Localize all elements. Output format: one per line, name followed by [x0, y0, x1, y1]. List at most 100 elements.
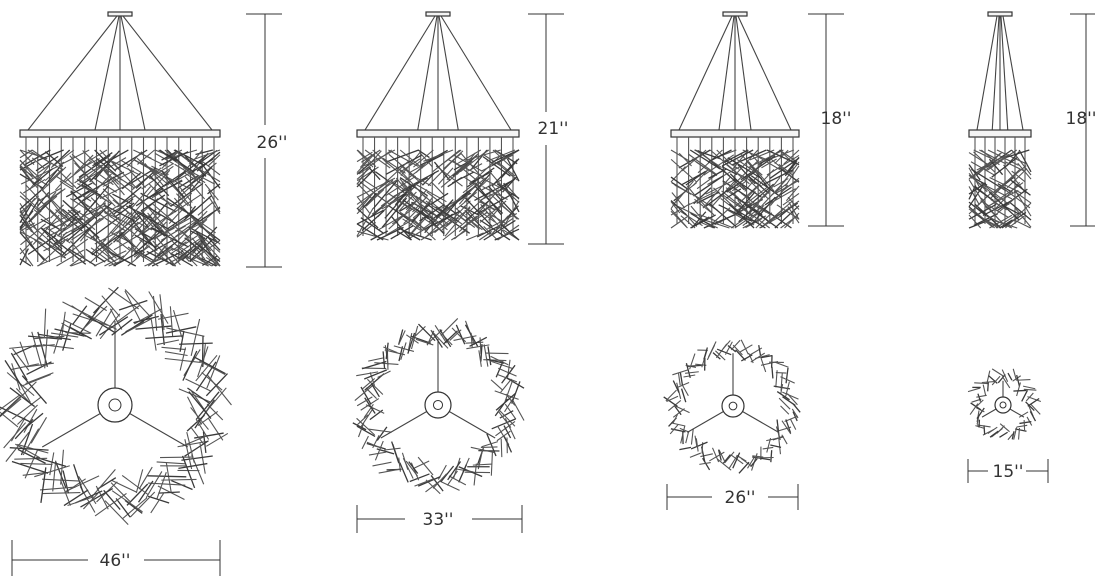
width-dimension-33in: 33'' — [356, 505, 523, 533]
crystal-rod — [46, 218, 83, 238]
crystal-rod — [85, 206, 108, 222]
crystal-rod — [78, 307, 100, 335]
crystal-rod — [479, 201, 496, 211]
crystal-rod — [23, 412, 44, 430]
crystal-rod — [1018, 411, 1029, 418]
crystal-rod — [440, 160, 473, 188]
crystal-rod — [435, 165, 463, 187]
crystal-rod — [411, 201, 431, 223]
crystal-rod — [364, 369, 388, 380]
crystal-rod — [166, 153, 195, 173]
side-view-46in — [19, 11, 221, 267]
crystal-rod — [407, 190, 429, 206]
crystal-rod — [19, 195, 41, 213]
crystal-rod — [725, 188, 742, 199]
crystal-rod — [681, 149, 707, 172]
crystal-rod — [968, 186, 980, 206]
crystal-rod — [504, 398, 514, 413]
crystal-rod — [991, 368, 1005, 377]
crystal-rod — [1008, 215, 1025, 228]
crystal-rod — [446, 200, 471, 227]
hub-center — [108, 398, 122, 412]
crystal-rod — [70, 260, 86, 267]
cable — [1000, 15, 1009, 131]
crystal-rod — [766, 436, 783, 442]
width-dimension-26in: 26'' — [666, 484, 799, 510]
crystal-rod — [54, 231, 68, 247]
crystal-rod — [988, 191, 1020, 221]
crystal-rod — [205, 432, 229, 447]
crystal-rod — [678, 152, 692, 167]
crystal-rod — [999, 423, 1010, 433]
crystal-rod — [368, 428, 392, 433]
crystal-rod — [690, 428, 694, 445]
crystal-rod — [89, 229, 113, 255]
crystal-rod — [99, 313, 121, 340]
crystal-rod — [379, 160, 409, 189]
width-dimension-46in: 46'' — [11, 540, 221, 576]
crystal-rod — [1013, 427, 1018, 440]
crystal-rod — [506, 377, 525, 389]
crystal-rod — [1001, 376, 1011, 389]
crystal-rod — [55, 461, 67, 488]
crystal-rod — [774, 205, 800, 229]
crystal-rod — [395, 177, 412, 197]
crystal-rod — [365, 189, 385, 207]
crystal-rod — [31, 149, 47, 161]
crystal-rod — [361, 210, 385, 232]
crystal-rod — [399, 178, 420, 203]
crystal-rod — [112, 198, 134, 216]
crystal-rod — [761, 169, 794, 186]
crystal-rod — [695, 438, 699, 452]
crystal-rod — [114, 149, 148, 171]
crystal-rod — [491, 149, 520, 163]
crystal-rod — [109, 308, 123, 330]
crystal-rod — [968, 182, 987, 195]
crystal-rod — [356, 180, 390, 205]
crystal-rod — [1025, 401, 1035, 412]
crystal-rod — [168, 209, 183, 225]
crystal-rod — [487, 346, 492, 366]
crystal-rod — [968, 179, 988, 210]
crystal-rod — [973, 149, 994, 160]
crystal-rod — [207, 183, 221, 195]
crystal-rod — [1013, 190, 1032, 204]
crystal-rod — [415, 208, 434, 220]
support-spoke — [1009, 408, 1025, 418]
crystal-rod — [674, 405, 682, 416]
crystal-rod — [785, 419, 792, 434]
crystal-rod — [205, 373, 228, 397]
crystal-rod — [148, 183, 172, 207]
crystal-rod — [383, 346, 398, 354]
crystal-rod — [393, 345, 415, 352]
crystal-rod — [403, 204, 423, 225]
crystal-rod — [1019, 420, 1032, 425]
crystal-rod — [414, 203, 448, 231]
cable — [438, 15, 459, 131]
crystal-rod — [111, 490, 143, 513]
crystal-rod — [83, 162, 114, 186]
crystal-rod — [487, 213, 518, 230]
crystal-rod — [397, 230, 412, 241]
crystal-rod — [131, 186, 152, 208]
crystal-rod — [716, 348, 732, 356]
crystal-rod — [398, 346, 404, 362]
crystal-rod — [52, 149, 71, 167]
crystal-rod — [185, 378, 212, 392]
crystal-rod — [754, 354, 770, 360]
crystal-rod — [738, 461, 750, 474]
crystal-rod — [778, 426, 792, 432]
crystal-rod — [384, 349, 406, 356]
crystal-rod — [45, 226, 71, 244]
hub-plate — [994, 396, 1012, 414]
crystal-rod — [356, 149, 374, 168]
crystal-rod — [20, 223, 47, 246]
crystal-rod — [705, 179, 736, 195]
crystal-rod — [1005, 161, 1024, 172]
crystal-rod — [409, 173, 432, 187]
crystal-rod — [685, 371, 699, 374]
crystal-rod — [695, 161, 718, 177]
crystal-rod — [391, 441, 400, 464]
crystal-rod — [681, 383, 689, 397]
crystal-rod — [722, 340, 731, 350]
